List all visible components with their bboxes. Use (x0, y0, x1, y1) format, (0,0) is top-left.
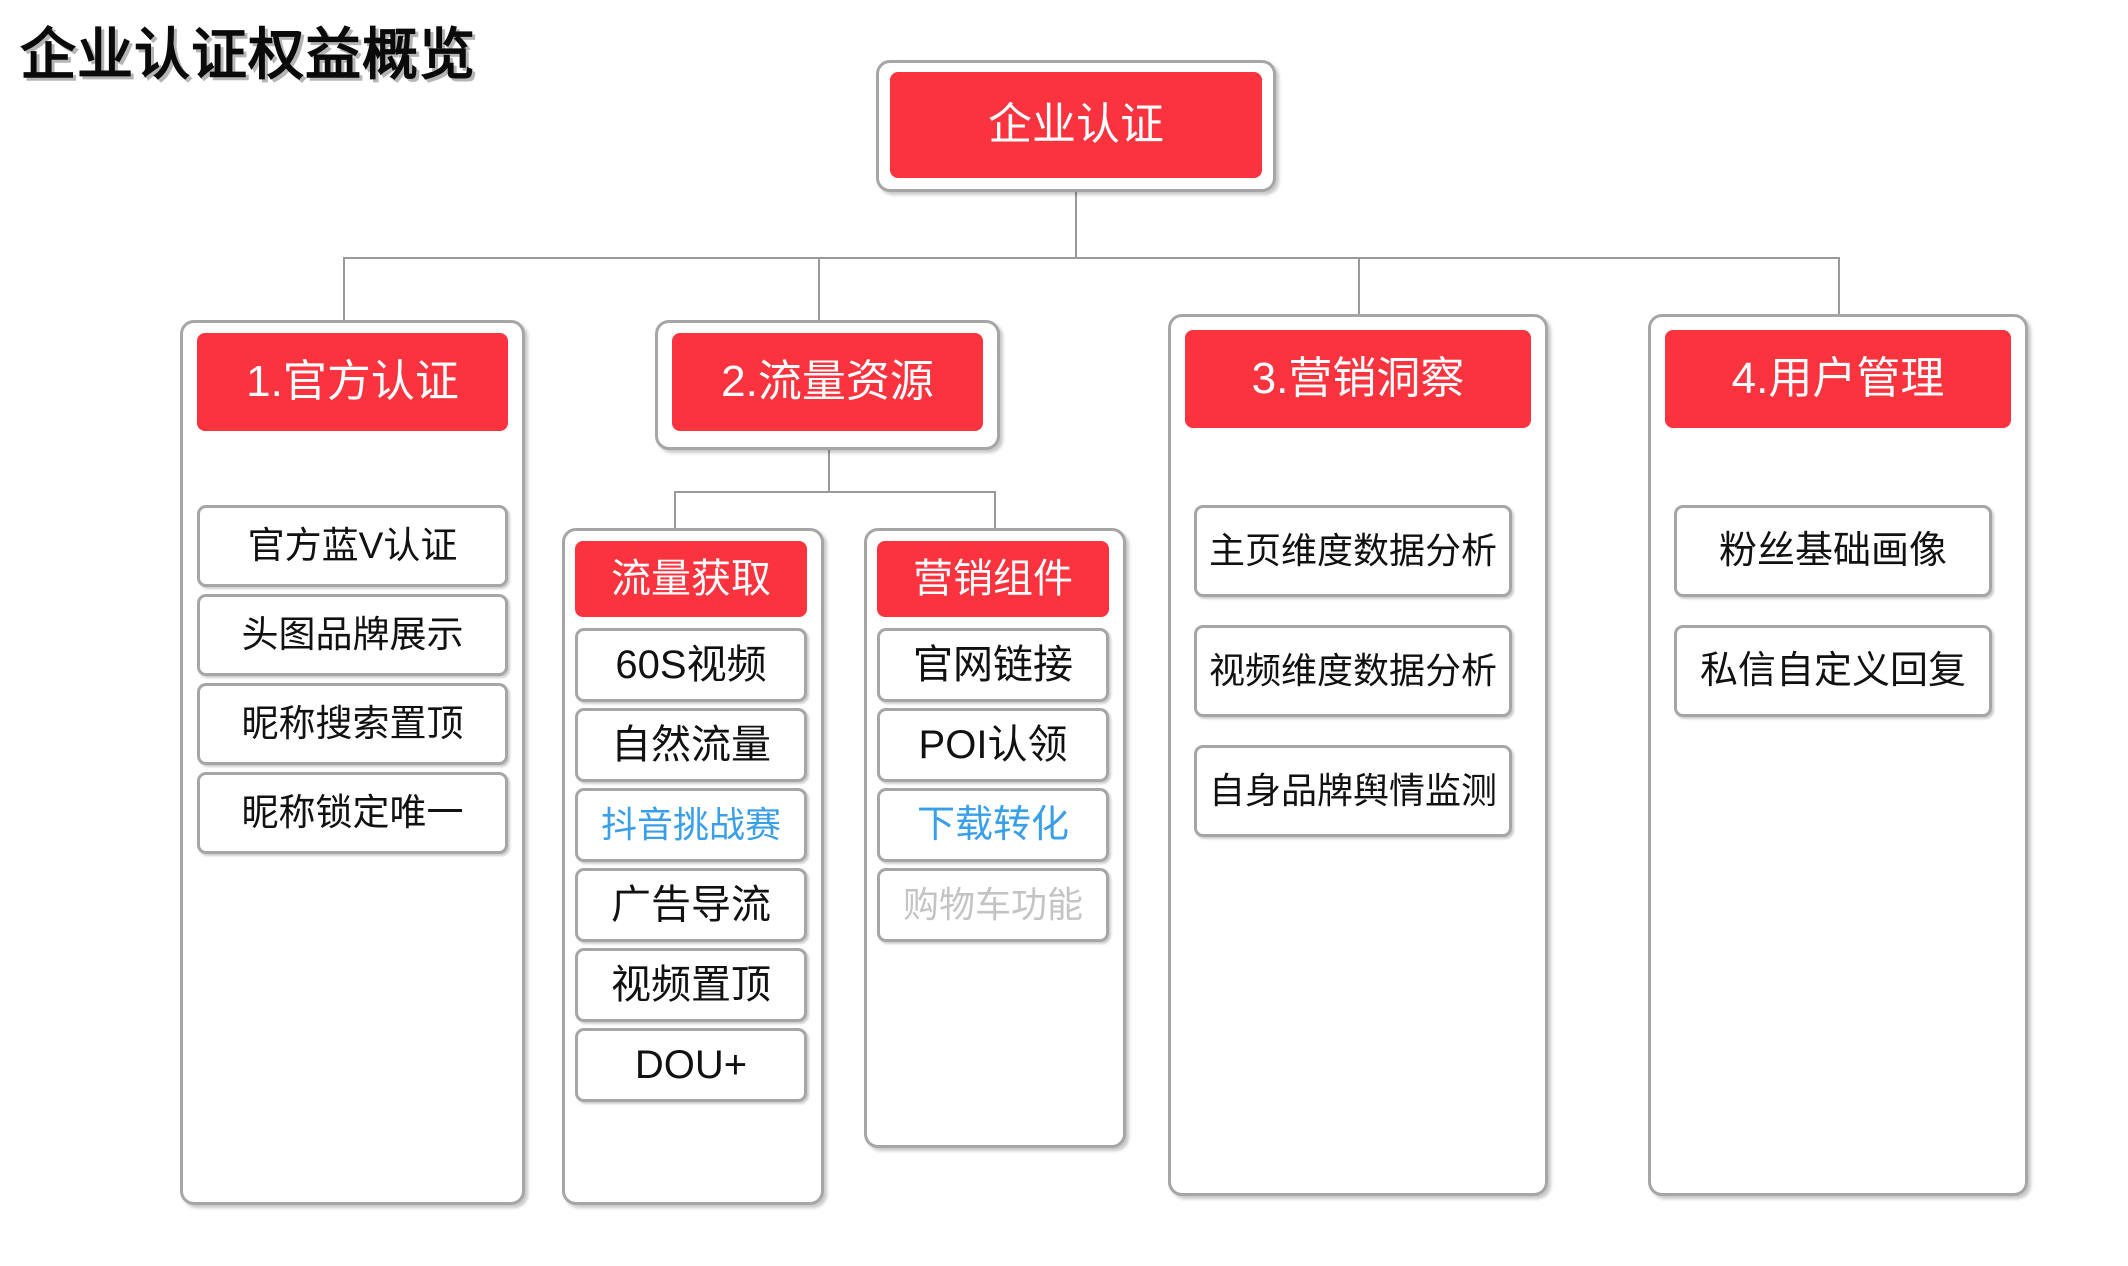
subcategory-header-traffic[interactable]: 流量获取 (575, 541, 807, 617)
connector-drop-sub2b (994, 491, 996, 528)
category-container-4 (1648, 314, 2028, 1196)
list-item[interactable]: POI认领 (877, 708, 1109, 782)
connector-col2-bus (674, 491, 996, 493)
list-item[interactable]: 广告导流 (575, 868, 807, 942)
list-item[interactable]: 下载转化 (877, 788, 1109, 862)
list-item[interactable]: 昵称搜索置顶 (197, 683, 508, 765)
list-item[interactable]: 官方蓝V认证 (197, 505, 508, 587)
root-node-label[interactable]: 企业认证 (890, 72, 1262, 178)
connector-drop-sub2a (674, 491, 676, 528)
connector-drop-col4 (1838, 257, 1840, 314)
category-header-3[interactable]: 3.营销洞察 (1185, 330, 1531, 428)
list-item[interactable]: 购物车功能 (877, 868, 1109, 942)
connector-drop-col1 (343, 257, 345, 320)
list-item[interactable]: 视频维度数据分析 (1194, 625, 1512, 717)
category-header-4[interactable]: 4.用户管理 (1665, 330, 2011, 428)
subcategory-header-marketing[interactable]: 营销组件 (877, 541, 1109, 617)
list-item[interactable]: 主页维度数据分析 (1194, 505, 1512, 597)
category-header-2[interactable]: 2.流量资源 (672, 333, 983, 431)
connector-root-stem (1075, 192, 1077, 258)
list-item[interactable]: 私信自定义回复 (1674, 625, 1992, 717)
list-item[interactable]: 昵称锁定唯一 (197, 772, 508, 854)
list-item[interactable]: 自身品牌舆情监测 (1194, 745, 1512, 837)
list-item[interactable]: 官网链接 (877, 628, 1109, 702)
category-header-1[interactable]: 1.官方认证 (197, 333, 508, 431)
connector-level2-bus (343, 257, 1838, 259)
connector-col2-stem (828, 450, 830, 492)
list-item[interactable]: 粉丝基础画像 (1674, 505, 1992, 597)
connector-drop-col2 (818, 257, 820, 320)
list-item[interactable]: 视频置顶 (575, 948, 807, 1022)
list-item[interactable]: DOU+ (575, 1028, 807, 1102)
list-item[interactable]: 60S视频 (575, 628, 807, 702)
list-item[interactable]: 抖音挑战赛 (575, 788, 807, 862)
list-item[interactable]: 头图品牌展示 (197, 594, 508, 676)
list-item[interactable]: 自然流量 (575, 708, 807, 782)
connector-drop-col3 (1358, 257, 1360, 314)
page-title: 企业认证权益概览 (20, 23, 476, 86)
